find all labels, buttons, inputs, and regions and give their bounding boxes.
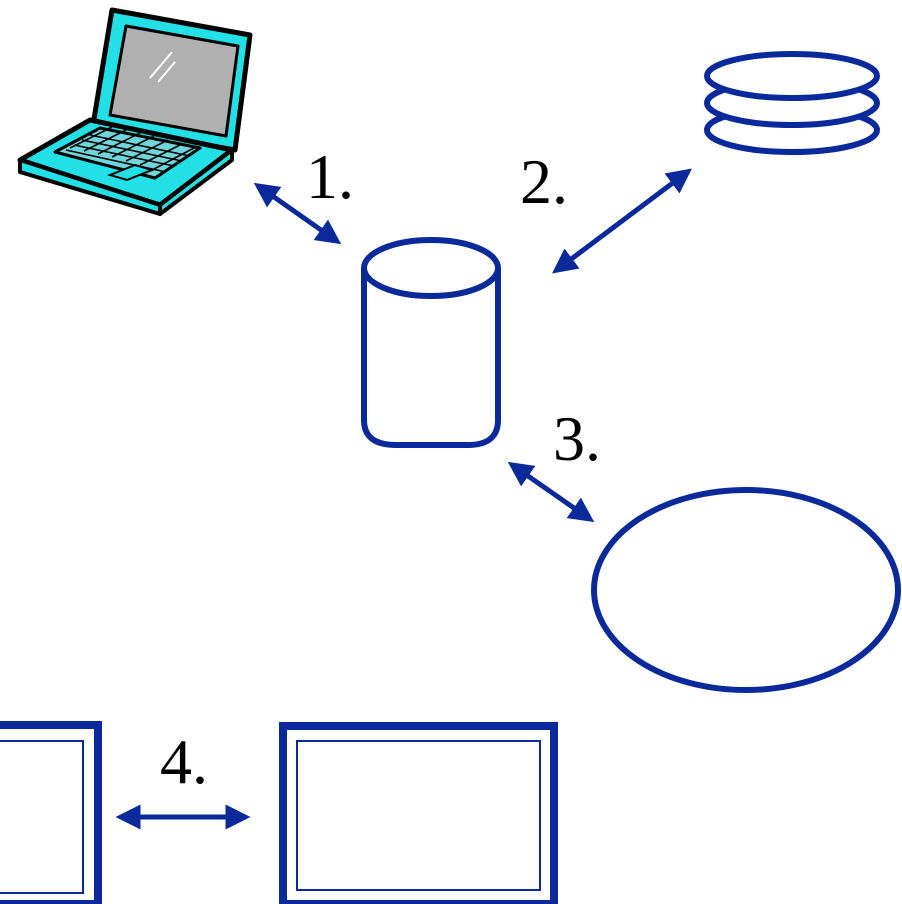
arrow-2: [552, 168, 692, 274]
ellipse-node-icon: [591, 487, 901, 693]
arrow-1: [253, 182, 342, 245]
step-label-4: 4.: [160, 726, 208, 797]
arrow-3: [507, 461, 595, 523]
right-window-box-icon: [279, 722, 558, 904]
left-window-box-icon: [0, 721, 102, 904]
step-label-3: 3.: [553, 403, 601, 474]
stacked-disks-icon: [704, 51, 880, 155]
step-label-1: 1.: [306, 141, 354, 212]
database-cylinder-icon: [361, 237, 501, 448]
laptop-icon: [17, 7, 253, 216]
step-label-2: 2.: [520, 146, 568, 217]
